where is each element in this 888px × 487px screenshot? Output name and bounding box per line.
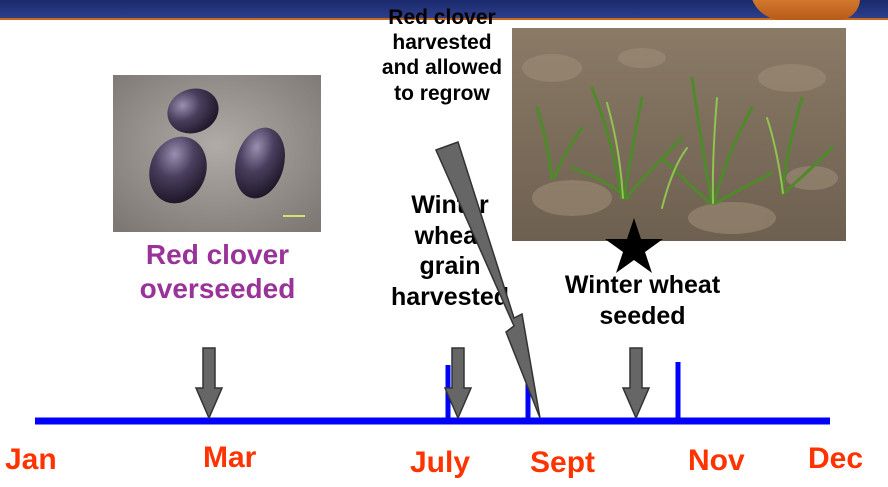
month-label-jan: Jan — [5, 442, 57, 478]
down-arrow-icon — [623, 348, 649, 418]
month-label-nov: Nov — [688, 443, 745, 479]
month-label-july: July — [410, 445, 470, 481]
month-label-sept: Sept — [530, 445, 595, 481]
star-icon — [605, 218, 663, 273]
month-label-mar: Mar — [203, 440, 256, 476]
down-arrow-icon — [196, 348, 222, 418]
month-label-dec: Dec — [808, 441, 863, 477]
